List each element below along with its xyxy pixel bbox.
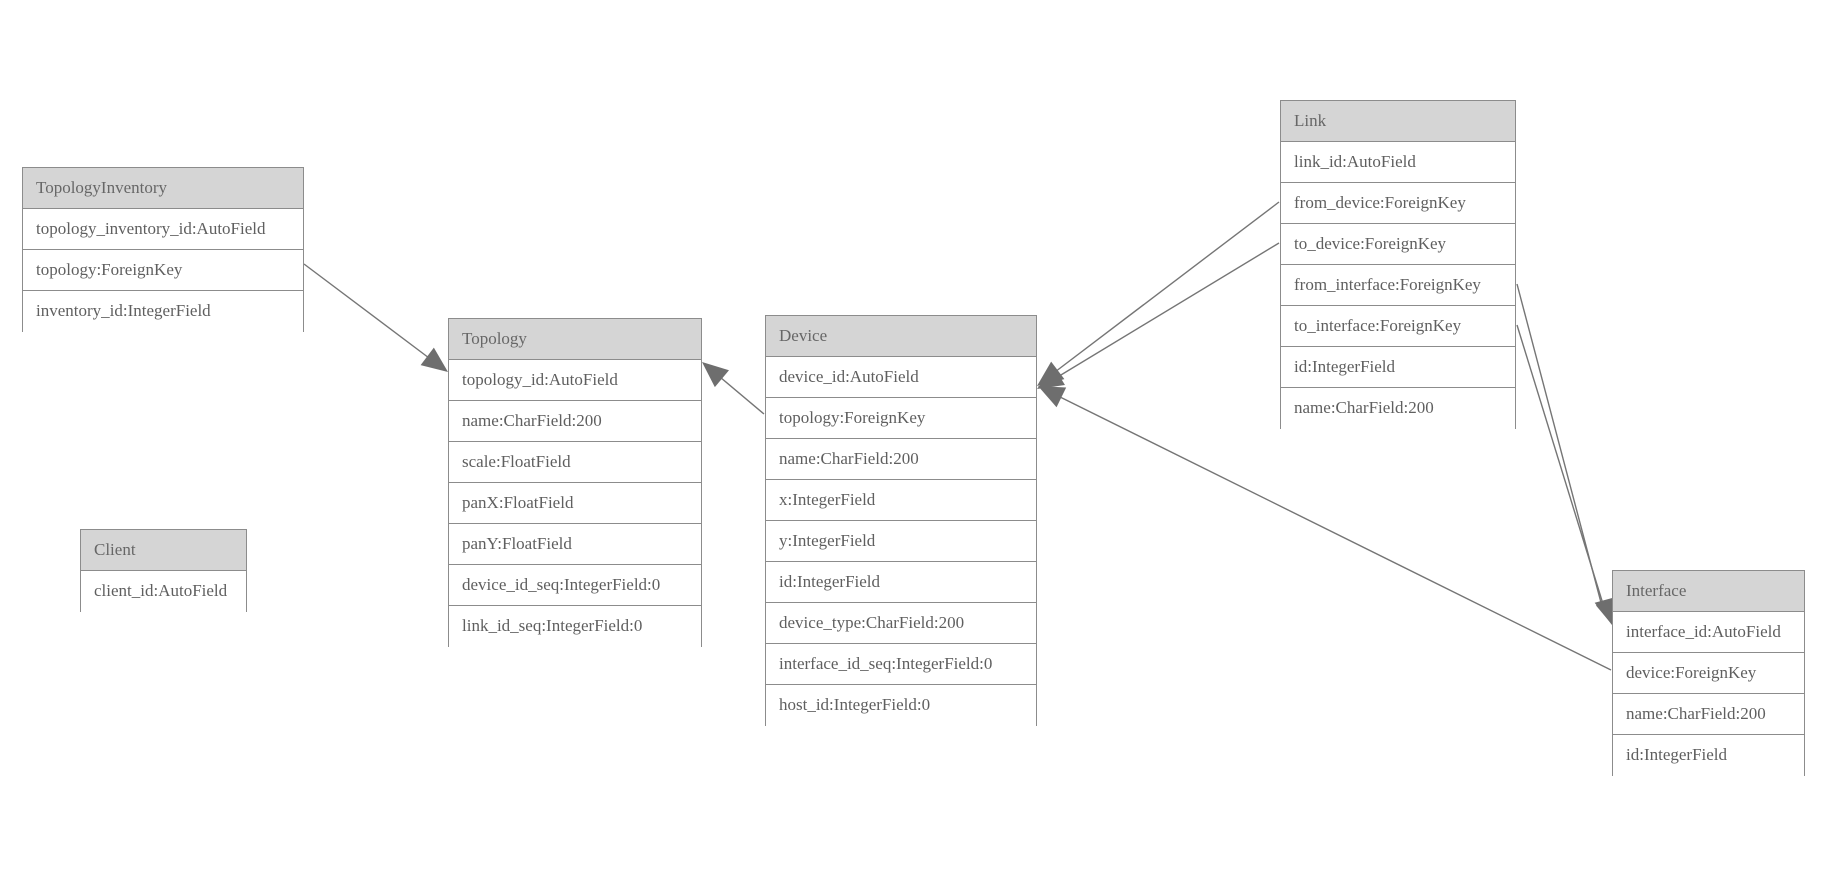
entity-field-row[interactable]: from_device:ForeignKey bbox=[1281, 183, 1515, 224]
entity-field-row[interactable]: link_id:AutoField bbox=[1281, 142, 1515, 183]
relation-edge-link-to-interface bbox=[1516, 324, 1608, 618]
entity-field-row[interactable]: id:IntegerField bbox=[766, 562, 1036, 603]
relation-edge-link-from-device bbox=[1050, 201, 1280, 376]
relation-edge-link-from-interface bbox=[1516, 283, 1605, 615]
entity-field-row[interactable]: device_type:CharField:200 bbox=[766, 603, 1036, 644]
entity-title-topology-inventory: TopologyInventory bbox=[23, 168, 303, 209]
entity-field-row[interactable]: name:CharField:200 bbox=[766, 439, 1036, 480]
entity-field-row[interactable]: host_id:IntegerField:0 bbox=[766, 685, 1036, 726]
entity-field-row[interactable]: name:CharField:200 bbox=[449, 401, 701, 442]
relation-edge-link-to-device bbox=[1050, 242, 1280, 382]
entity-field-row[interactable]: topology_inventory_id:AutoField bbox=[23, 209, 303, 250]
entity-field-row[interactable]: x:IntegerField bbox=[766, 480, 1036, 521]
entity-title-interface: Interface bbox=[1613, 571, 1804, 612]
entity-field-row[interactable]: scale:FloatField bbox=[449, 442, 701, 483]
entity-field-row[interactable]: id:IntegerField bbox=[1281, 347, 1515, 388]
entity-field-row[interactable]: device:ForeignKey bbox=[1613, 653, 1804, 694]
entity-title-device: Device bbox=[766, 316, 1036, 357]
entity-field-row[interactable]: topology:ForeignKey bbox=[766, 398, 1036, 439]
entity-field-row[interactable]: client_id:AutoField bbox=[81, 571, 246, 612]
entity-field-row[interactable]: to_interface:ForeignKey bbox=[1281, 306, 1515, 347]
relation-edge-device-topology bbox=[713, 371, 765, 415]
entity-field-row[interactable]: id:IntegerField bbox=[1613, 735, 1804, 776]
entity-field-row[interactable]: device_id:AutoField bbox=[766, 357, 1036, 398]
entity-field-row[interactable]: interface_id_seq:IntegerField:0 bbox=[766, 644, 1036, 685]
entity-field-row[interactable]: interface_id:AutoField bbox=[1613, 612, 1804, 653]
relation-edge-interface-device bbox=[1051, 392, 1612, 671]
entity-title-client: Client bbox=[81, 530, 246, 571]
entity-title-link: Link bbox=[1281, 101, 1515, 142]
entity-field-row[interactable]: device_id_seq:IntegerField:0 bbox=[449, 565, 701, 606]
entity-field-row[interactable]: panY:FloatField bbox=[449, 524, 701, 565]
entity-field-row[interactable]: name:CharField:200 bbox=[1613, 694, 1804, 735]
entity-field-row[interactable]: y:IntegerField bbox=[766, 521, 1036, 562]
entity-field-row[interactable]: topology_id:AutoField bbox=[449, 360, 701, 401]
entity-field-row[interactable]: from_interface:ForeignKey bbox=[1281, 265, 1515, 306]
entity-field-row[interactable]: name:CharField:200 bbox=[1281, 388, 1515, 429]
relation-arrowhead-interface-device bbox=[1038, 386, 1067, 408]
relation-edge-topologyinventory-topology bbox=[303, 263, 438, 365]
entity-field-row[interactable]: panX:FloatField bbox=[449, 483, 701, 524]
entity-title-topology: Topology bbox=[449, 319, 701, 360]
entity-field-row[interactable]: to_device:ForeignKey bbox=[1281, 224, 1515, 265]
entity-field-row[interactable]: inventory_id:IntegerField bbox=[23, 291, 303, 332]
entity-field-row[interactable]: link_id_seq:IntegerField:0 bbox=[449, 606, 701, 647]
entity-field-row[interactable]: topology:ForeignKey bbox=[23, 250, 303, 291]
